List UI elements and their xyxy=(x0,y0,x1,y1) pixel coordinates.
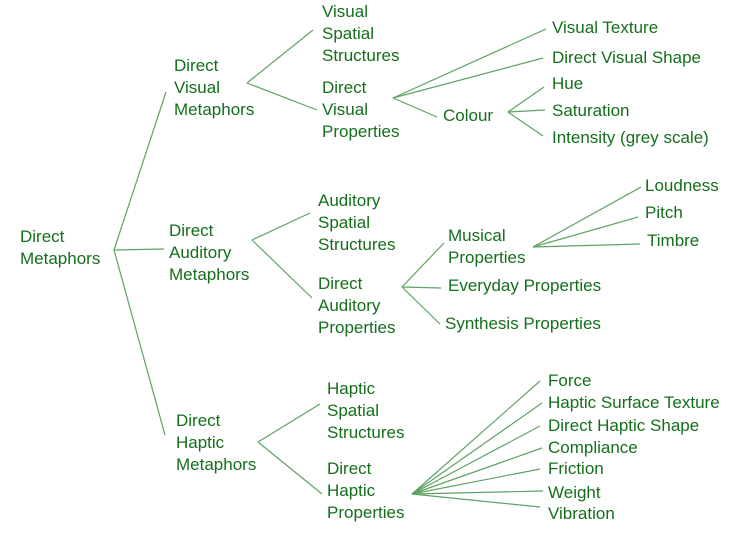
node-direct-haptic-properties: Direct Haptic Properties xyxy=(327,459,405,522)
node-visual-spatial-structures: Visual Spatial Structures xyxy=(322,2,400,65)
node-vibration: Vibration xyxy=(548,504,615,523)
node-visual-texture: Visual Texture xyxy=(552,18,659,37)
node-synthesis-properties: Synthesis Properties xyxy=(445,314,601,333)
edge-auditoryprops-musical xyxy=(401,242,445,288)
node-auditory-spatial-structures: Auditory Spatial Structures xyxy=(318,191,396,254)
node-direct-haptic-metaphors: Direct Haptic Metaphors xyxy=(176,411,257,474)
edge-colour-hue xyxy=(507,86,545,113)
edge-musical-timbre xyxy=(532,243,641,248)
edge-colour-intensity xyxy=(507,111,544,137)
node-compliance: Compliance xyxy=(548,438,638,457)
edge-auditoryprops-everyday xyxy=(401,286,442,289)
node-everyday-properties: Everyday Properties xyxy=(448,276,602,295)
edge-root-auditory xyxy=(113,248,165,251)
edge-visualprops-colour xyxy=(392,97,438,118)
node-colour: Colour xyxy=(443,106,494,125)
node-direct-auditory-metaphors: Direct Auditory Metaphors xyxy=(169,221,250,284)
node-direct-haptic-shape: Direct Haptic Shape xyxy=(548,416,700,435)
edge-hapticprops-vibration xyxy=(411,493,541,508)
edge-haptic-props xyxy=(257,441,323,495)
edge-hapticprops-weight xyxy=(411,490,544,495)
edge-root-haptic xyxy=(113,249,166,436)
node-haptic-spatial-structures: Haptic Spatial Structures xyxy=(327,379,405,442)
node-timbre: Timbre xyxy=(647,231,700,250)
edge-musical-pitch xyxy=(532,216,639,248)
edge-colour-saturation xyxy=(507,109,546,113)
edge-musical-loudness xyxy=(532,186,642,248)
edge-hapticprops-friction xyxy=(411,468,541,495)
edge-visual-spatial xyxy=(246,29,314,84)
node-saturation: Saturation xyxy=(552,101,630,120)
edge-visualprops-shape xyxy=(392,57,544,99)
edge-hapticprops-compliance xyxy=(411,447,543,495)
node-loudness: Loudness xyxy=(645,176,719,195)
node-intensity-grey-scale: Intensity (grey scale) xyxy=(552,128,709,147)
node-direct-visual-metaphors: Direct Visual Metaphors xyxy=(174,56,255,119)
node-friction: Friction xyxy=(548,459,604,478)
edge-visualprops-texture xyxy=(392,28,547,99)
node-force: Force xyxy=(548,371,592,390)
node-haptic-surface-texture: Haptic Surface Texture xyxy=(548,393,720,412)
node-direct-visual-shape: Direct Visual Shape xyxy=(552,48,701,67)
edge-haptic-spatial xyxy=(257,403,321,443)
edge-hapticprops-force xyxy=(411,380,541,495)
node-direct-auditory-properties: Direct Auditory Properties xyxy=(318,274,396,337)
node-direct-metaphors: Direct Metaphors xyxy=(20,227,101,268)
node-weight: Weight xyxy=(548,483,601,502)
node-direct-visual-properties: Direct Visual Properties xyxy=(322,78,400,141)
edge-hapticprops-surface-texture xyxy=(411,402,543,495)
node-pitch: Pitch xyxy=(645,203,683,222)
edge-auditory-spatial xyxy=(251,212,311,241)
node-musical-properties: Musical Properties xyxy=(448,226,526,267)
edge-root-visual xyxy=(113,91,167,251)
edge-auditoryprops-synthesis xyxy=(401,286,441,325)
edge-auditory-props xyxy=(251,239,313,299)
node-hue: Hue xyxy=(552,74,584,93)
edge-visual-props xyxy=(246,82,318,111)
edge-hapticprops-shape xyxy=(411,425,541,495)
